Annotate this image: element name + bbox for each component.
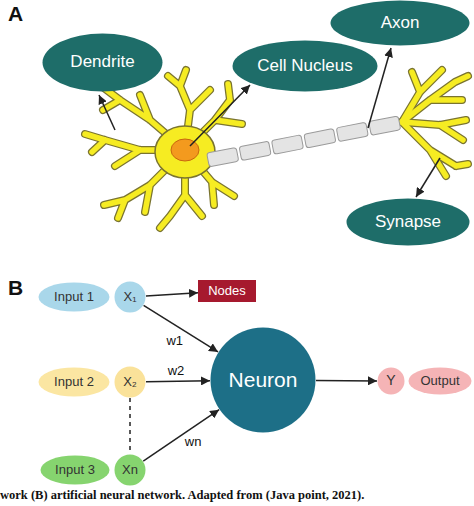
node-text: Nodes xyxy=(208,284,246,298)
panel-letter: A xyxy=(8,2,23,26)
neuron-circle: Neuron xyxy=(210,327,316,433)
weight-label: wn xyxy=(185,434,202,449)
input-oval: Input 1 xyxy=(38,282,110,312)
input-variable: X₂ xyxy=(114,366,146,398)
figure-caption: work (B) artificial neural network. Adap… xyxy=(0,488,364,503)
myelin-segment xyxy=(207,147,239,166)
nodes-box: Nodes xyxy=(198,280,256,302)
myelin-segment xyxy=(336,122,368,141)
myelin-segment xyxy=(304,129,336,148)
panel-letter: B xyxy=(8,276,23,300)
neuron-circle-outline xyxy=(211,328,316,433)
input-variable-outline xyxy=(115,455,146,486)
myelin-segment xyxy=(239,141,271,160)
node-text: Axon xyxy=(381,14,420,33)
axon xyxy=(207,116,401,167)
output-oval: Output xyxy=(408,367,472,395)
input-variable: X₁ xyxy=(114,281,146,313)
cell-nucleus xyxy=(171,139,199,161)
myelin-segment xyxy=(271,135,303,154)
dashed-connector xyxy=(129,398,131,454)
part-oval: Cell Nucleus xyxy=(232,40,378,92)
leader-arrow xyxy=(416,158,440,197)
terminal-fill xyxy=(402,70,468,176)
node-text: Input 2 xyxy=(54,375,94,389)
input-oval: Input 2 xyxy=(38,367,110,397)
node-text: Output xyxy=(420,374,459,388)
node-text: X₁ xyxy=(123,290,136,304)
arrow-connector xyxy=(146,380,210,382)
dendrite-fill xyxy=(85,70,242,228)
node-text: Y xyxy=(386,373,395,388)
weight-label: w1 xyxy=(166,332,183,347)
input-oval-outline xyxy=(41,456,110,485)
output-oval-outline xyxy=(409,368,472,395)
input-oval-outline xyxy=(39,368,110,397)
input-oval: Input 3 xyxy=(40,455,110,485)
part-oval-outline xyxy=(331,1,470,46)
cell-body xyxy=(155,126,215,178)
terminal-outline xyxy=(402,70,468,176)
arrow-connector xyxy=(146,293,198,296)
arrow-connector xyxy=(144,305,218,351)
part-oval-outline xyxy=(347,199,470,246)
input-variable: Xn xyxy=(114,454,146,486)
input-variable-outline xyxy=(115,367,146,398)
leader-arrow xyxy=(99,95,115,130)
node-text: Synapse xyxy=(375,213,441,232)
node-text: Xn xyxy=(122,463,138,477)
node-text: Cell Nucleus xyxy=(257,57,352,76)
node-text: Neuron xyxy=(229,368,298,391)
arrow-connector xyxy=(143,410,219,461)
part-oval: Dendrite xyxy=(42,33,163,92)
node-text: X₂ xyxy=(123,375,137,389)
arrow-connector xyxy=(316,380,377,382)
myelin-segment xyxy=(369,116,401,135)
dendrite-outline xyxy=(85,70,242,228)
part-oval-outline xyxy=(233,41,378,92)
weight-label: w2 xyxy=(168,363,185,378)
part-oval: Synapse xyxy=(346,198,470,246)
output-variable: Y xyxy=(377,367,405,395)
input-variable-outline xyxy=(115,282,146,313)
node-text: Input 3 xyxy=(55,463,95,477)
part-oval: Axon xyxy=(330,0,470,46)
part-oval-outline xyxy=(43,34,163,92)
input-oval-outline xyxy=(39,283,110,312)
output-variable-outline xyxy=(378,368,405,395)
node-text: Input 1 xyxy=(54,290,94,304)
node-text: Dendrite xyxy=(70,53,134,72)
leader-arrow xyxy=(190,85,250,146)
